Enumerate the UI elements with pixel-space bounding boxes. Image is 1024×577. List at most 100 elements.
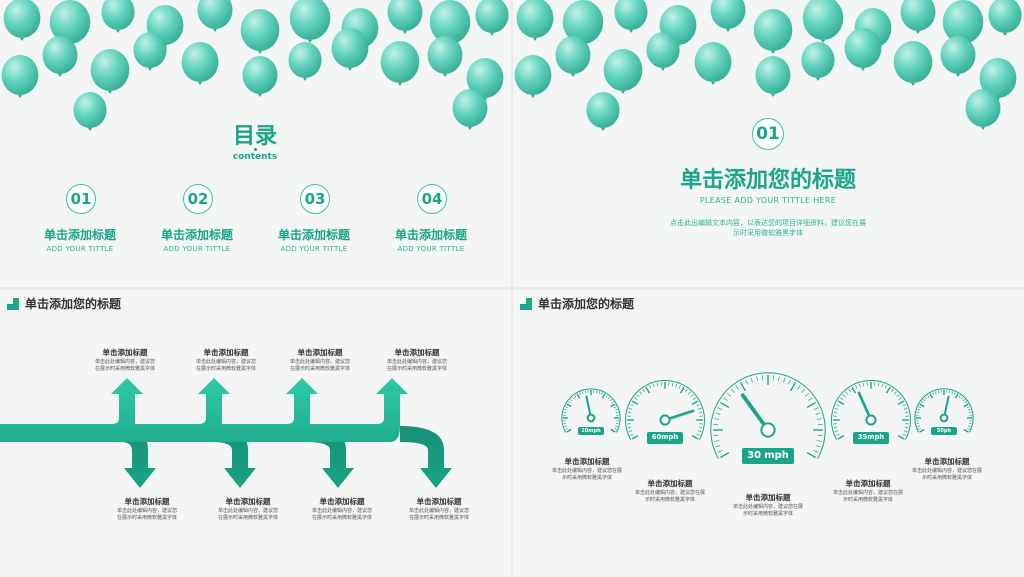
gauge-speed-badge: 35mph xyxy=(852,432,890,444)
desc-line: 在展示时采用微软雅黑字体 xyxy=(116,515,177,521)
balloon-icon xyxy=(614,0,648,33)
balloon-icon xyxy=(242,56,278,97)
top-label-title-2[interactable]: 单击添加标题 xyxy=(203,348,249,357)
gauge-hub xyxy=(939,413,949,423)
balloon-icon xyxy=(555,36,591,77)
gauge-label-title-3[interactable]: 单击添加标题 xyxy=(745,493,791,502)
bottom-label-desc-1: 单击此处编辑内容，建议您在展示时采用微软雅黑字体 xyxy=(102,508,192,522)
gauge-speed-badge: 30 mph xyxy=(741,447,795,465)
balloon-icon xyxy=(452,89,488,130)
gauge-speed-badge: 60mph xyxy=(646,432,684,444)
section-body-line1: 点击此出编辑文本内容，以表达您的项目详细资料，建议您在展 xyxy=(670,219,866,227)
balloon-icon xyxy=(331,28,369,71)
top-label-desc-3: 单击此处编辑内容，建议您在展示时采用微软雅黑字体 xyxy=(275,359,365,373)
section-num: 01 xyxy=(752,118,784,150)
desc-line: 单击此处编辑内容，建议您 xyxy=(195,359,256,365)
balloon-icon xyxy=(710,0,746,32)
balloons-decoration xyxy=(514,0,1022,131)
balloon-icon xyxy=(3,0,41,41)
toc-title-1[interactable]: 单击添加标题 xyxy=(43,228,116,242)
top-label-title-4[interactable]: 单击添加标题 xyxy=(394,348,440,357)
gauge-label-title-2[interactable]: 单击添加标题 xyxy=(647,479,693,488)
bottom-label-title-3[interactable]: 单击添加标题 xyxy=(319,497,365,506)
gauge-label-desc-4: 单击此处编辑内容，建议您在展示时采用微软雅黑字体 xyxy=(823,490,913,504)
bottom-label-title-2[interactable]: 单击添加标题 xyxy=(225,497,271,506)
desc-line: 单击此处编辑内容，建议您在展 xyxy=(634,490,705,496)
slide-section[interactable]: 01 单击添加您的标题 PLEASE ADD YOUR TITTLE HERE … xyxy=(513,0,1024,287)
toc-title-2[interactable]: 单击添加标题 xyxy=(160,228,233,242)
toc-sub-1: ADD YOUR TITTLE xyxy=(46,245,114,253)
balloons-decoration xyxy=(1,0,509,131)
top-label-title-1[interactable]: 单击添加标题 xyxy=(102,348,148,357)
balloon-icon xyxy=(387,0,423,34)
toc-num-3: 03 xyxy=(300,184,330,214)
balloon-icon xyxy=(802,0,844,43)
balloon-icon xyxy=(900,0,936,34)
balloon-icon xyxy=(893,41,933,86)
gauge-label-desc-5: 单击此处编辑内容，建议您在展示时采用微软雅黑字体 xyxy=(902,468,992,482)
gauge-label-title-5[interactable]: 单击添加标题 xyxy=(924,457,970,466)
title-dot xyxy=(254,148,257,151)
toc-title-3[interactable]: 单击添加标题 xyxy=(277,228,350,242)
speedometer-icon xyxy=(561,388,621,433)
slide-arrows[interactable]: 单击添加您的标题 单击添加标题 单击此处编辑内容，建议您在展示时采用微软雅黑字体 xyxy=(0,290,511,577)
balloon-icon xyxy=(646,32,680,71)
gauge-label-title-1[interactable]: 单击添加标题 xyxy=(564,457,610,466)
balloon-icon xyxy=(181,42,219,85)
desc-line: 示时采用微软雅黑字体 xyxy=(742,511,793,517)
top-label-title-3[interactable]: 单击添加标题 xyxy=(297,348,343,357)
slide-header: 单击添加您的标题 xyxy=(538,297,635,311)
balloon-icon xyxy=(101,0,135,33)
desc-line: 在展示时采用微软雅黑字体 xyxy=(195,366,256,372)
speedometer-icon xyxy=(710,372,826,459)
desc-line: 单击此处编辑内容，建议您在展 xyxy=(911,468,982,474)
gauge-label-title-4[interactable]: 单击添加标题 xyxy=(845,479,891,488)
gauge-group xyxy=(561,372,974,459)
desc-line: 单击此处编辑内容，建议您 xyxy=(386,359,447,365)
balloon-icon xyxy=(240,9,280,54)
top-label-desc-1: 单击此处编辑内容，建议您在展示时采用微软雅黑字体 xyxy=(80,359,170,373)
desc-line: 在展示时采用微软雅黑字体 xyxy=(217,515,278,521)
toc-title-4[interactable]: 单击添加标题 xyxy=(394,228,467,242)
balloon-icon xyxy=(801,42,835,81)
top-label-desc-2: 单击此处编辑内容，建议您在展示时采用微软雅黑字体 xyxy=(181,359,271,373)
bottom-label-desc-3: 单击此处编辑内容，建议您在展示时采用微软雅黑字体 xyxy=(297,508,387,522)
top-label-desc-4: 单击此处编辑内容，建议您在展示时采用微软雅黑字体 xyxy=(372,359,462,373)
balloon-icon xyxy=(844,28,882,71)
gauge-hub xyxy=(586,413,596,423)
section-body-line2: 示时采用微软雅黑字体 xyxy=(733,229,803,237)
balloon-icon xyxy=(90,49,130,94)
desc-line: 在展示时采用微软雅黑字体 xyxy=(94,366,155,372)
desc-line: 单击此处编辑内容，建议您 xyxy=(311,508,372,514)
section-body: 点击此出编辑文本内容，以表达您的项目详细资料，建议您在展 示时采用微软雅黑字体 xyxy=(618,218,918,238)
balloon-icon xyxy=(753,9,793,54)
desc-line: 单击此处编辑内容，建议您在展 xyxy=(832,490,903,496)
desc-line: 单击此处编辑内容，建议您 xyxy=(289,359,350,365)
arrow-diagram xyxy=(0,378,452,488)
toc-num-4: 04 xyxy=(417,184,447,214)
balloon-icon xyxy=(475,0,509,36)
bottom-label-title-1[interactable]: 单击添加标题 xyxy=(124,497,170,506)
gauge-label-desc-3: 单击此处编辑内容，建议您在展示时采用微软雅黑字体 xyxy=(723,504,813,518)
bottom-label-title-4[interactable]: 单击添加标题 xyxy=(416,497,462,506)
desc-line: 单击此处编辑内容，建议您在展 xyxy=(551,468,622,474)
contents-subtitle: contents xyxy=(232,152,278,162)
balloon-icon xyxy=(516,0,554,41)
section-title[interactable]: 单击添加您的标题 xyxy=(679,168,856,193)
toc-sub-2: ADD YOUR TITTLE xyxy=(163,245,231,253)
balloon-icon xyxy=(755,56,791,97)
header-square-icon xyxy=(520,298,532,310)
slide-contents[interactable]: 目录 contents 01 单击添加标题 ADD YOUR TITTLE 02… xyxy=(0,0,511,287)
gauge-label-desc-2: 单击此处编辑内容，建议您在展示时采用微软雅黑字体 xyxy=(625,490,715,504)
toc-num-1: 01 xyxy=(66,184,96,214)
desc-line: 示时采用微软雅黑字体 xyxy=(644,497,695,503)
contents-title: 目录 xyxy=(232,124,277,149)
desc-line: 示时采用微软雅黑字体 xyxy=(921,475,972,481)
toc-sub-3: ADD YOUR TITTLE xyxy=(280,245,348,253)
desc-line: 在展示时采用微软雅黑字体 xyxy=(408,515,469,521)
header-square-icon xyxy=(7,298,19,310)
section-subtitle: PLEASE ADD YOUR TITTLE HERE xyxy=(699,196,837,205)
speedometer-icon xyxy=(624,379,706,441)
desc-line: 单击此处编辑内容，建议您 xyxy=(217,508,278,514)
